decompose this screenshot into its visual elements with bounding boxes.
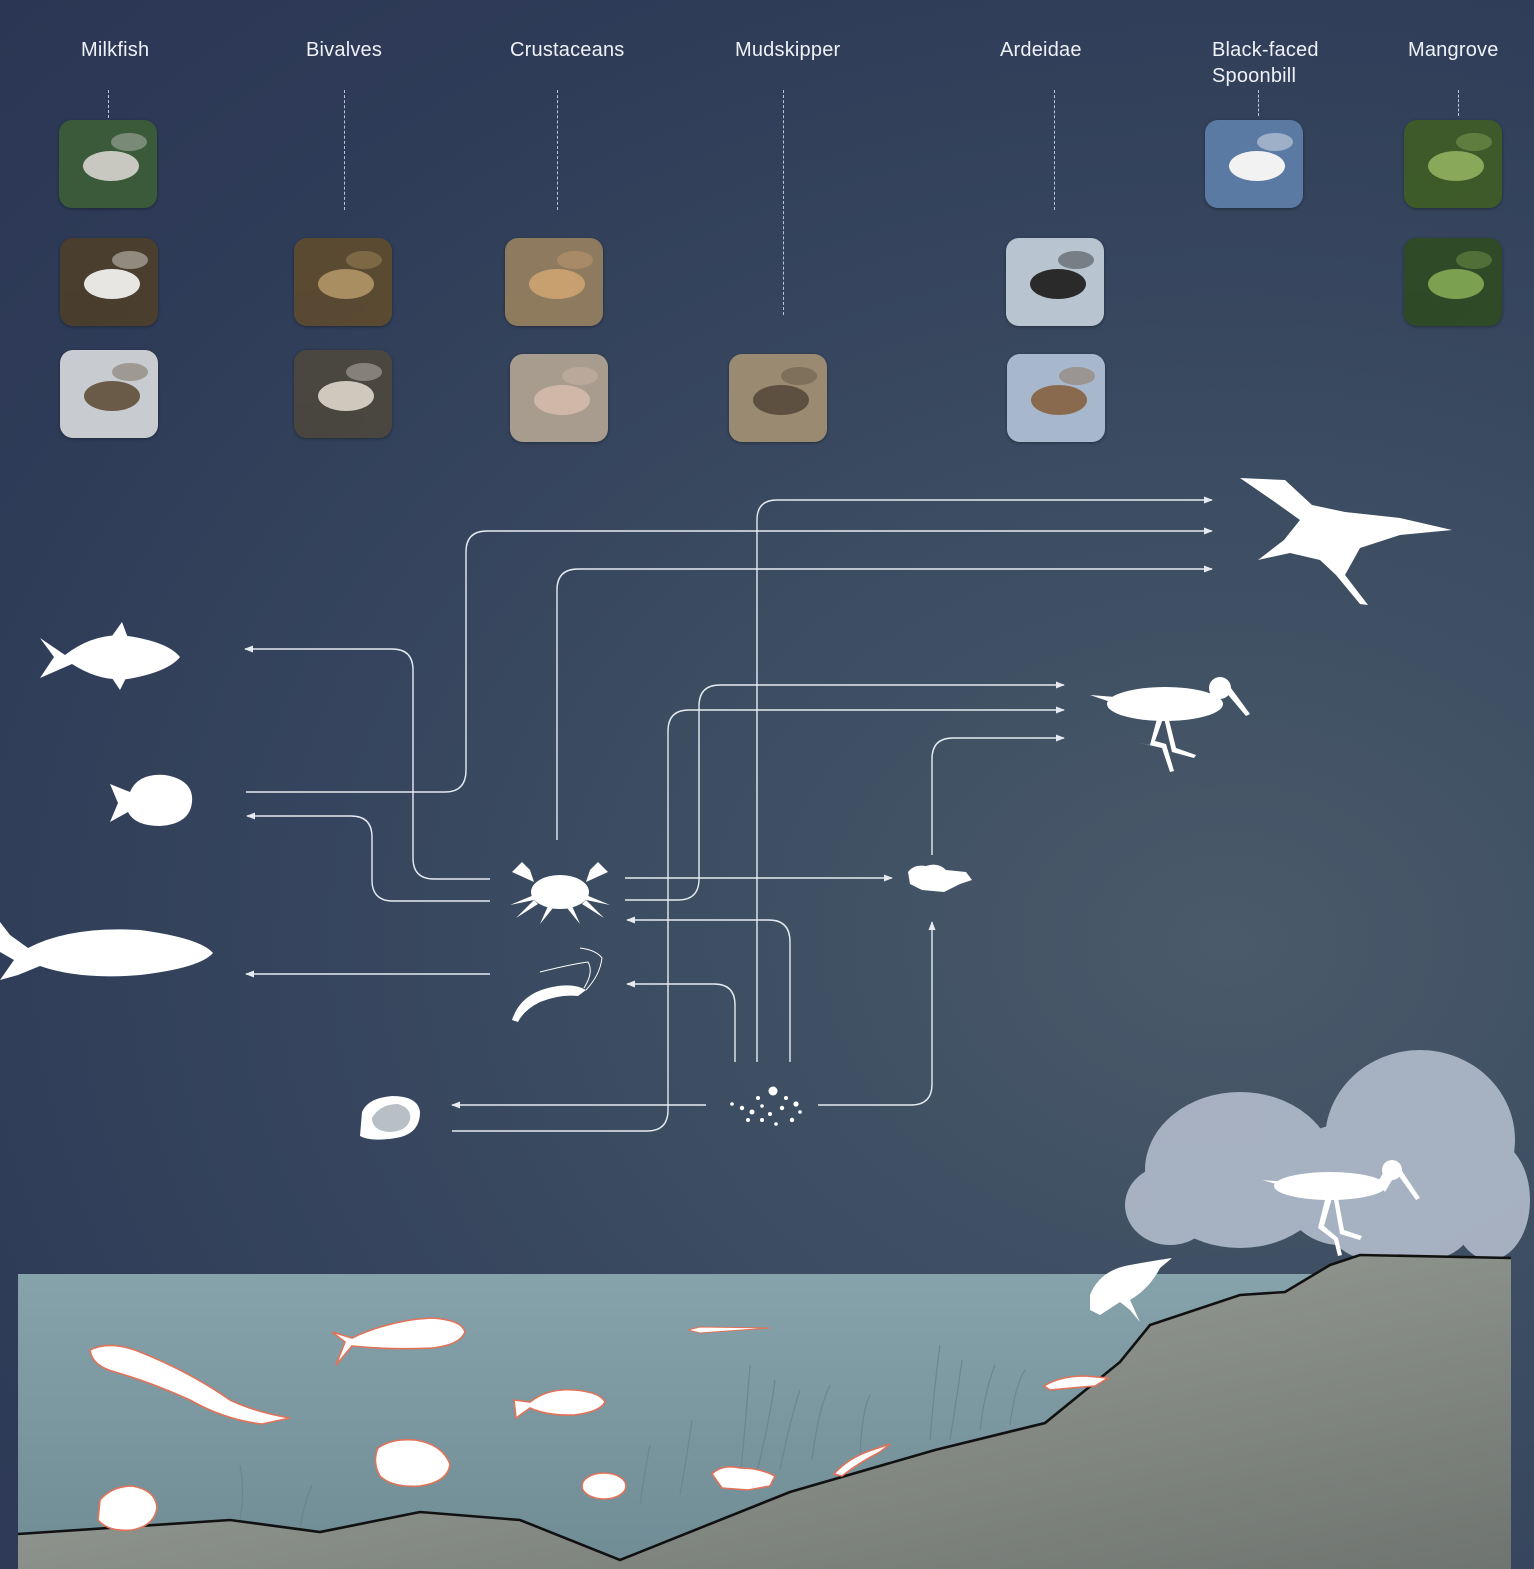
large-fish-silhouette [0,922,213,980]
category-leader-line-milkfish [108,90,109,118]
category-label-ardeidae: Ardeidae [1000,37,1082,63]
crab-silhouette [510,862,610,924]
link-crab-milkfish [245,649,490,879]
stilt-silhouette [1090,677,1250,772]
spotted-fish-photo [60,350,158,438]
category-label-black-faced-spoonbill: Black-faced Spoonbill [1212,37,1319,89]
category-label-crustaceans: Crustaceans [510,37,624,63]
category-leader-line-mudskipper [783,90,784,315]
food-web-silhouettes [0,478,1452,1140]
tilapia-photo [59,120,157,208]
category-leader-line-crustaceans [557,90,558,210]
link-plankton-crab [627,920,790,1062]
link-plankton-mudskipper [818,922,932,1105]
category-label-mudskipper: Mudskipper [735,37,840,63]
food-web-links [245,500,1212,1131]
spoonbill-photo [1205,120,1303,208]
link-plankton-shrimp [627,984,735,1062]
cs-oyster [98,1486,157,1530]
category-label-bivalves: Bivalves [306,37,382,63]
link-tilapia-spoonbill [246,531,1212,792]
category-leader-line-bivalves [344,90,345,210]
silver-fish-photo [60,238,158,326]
mudskipper-silhouette [908,865,972,892]
link-crab-stilt [625,685,1064,900]
mangrove-leaves-photo [1404,120,1502,208]
stilt-photo [1006,238,1104,326]
link-plankton-spoonbill [757,500,1212,1062]
oyster-silhouette [360,1096,420,1140]
clams-photo [294,238,392,326]
tilapia-silhouette [110,775,192,826]
link-crab-tilapia [247,816,490,901]
milkfish-silhouette [40,622,180,690]
shrimp-photo [505,238,603,326]
mudskipper-photo [729,354,827,442]
oyster-photo [294,350,392,438]
category-label-milkfish: Milkfish [81,37,149,63]
link-mudskipper-stilt [932,738,1064,855]
fiddler-crab-photo [510,354,608,442]
shrimp-silhouette [512,948,602,1022]
spoonbill-silhouette [1240,478,1452,605]
plankton-dots [730,1087,802,1126]
mangrove-shrub-photo [1404,238,1502,326]
sandpiper-photo [1007,354,1105,442]
category-leader-line-mangrove [1458,90,1459,116]
category-leader-line-ardeidae [1054,90,1055,210]
category-leader-line-black-faced-spoonbill [1258,90,1259,116]
category-label-mangrove: Mangrove [1408,37,1499,63]
cs-crab [582,1473,626,1499]
